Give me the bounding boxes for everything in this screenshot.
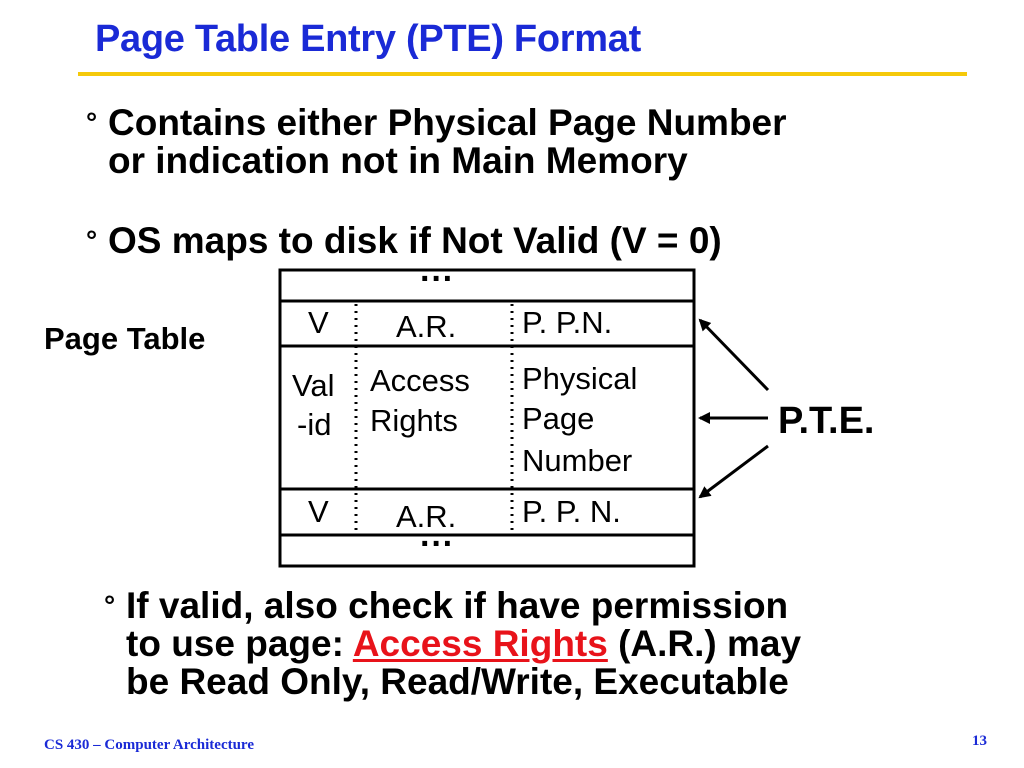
bullet-2: OS maps to disk if Not Valid (V = 0) [108,222,722,260]
bullet-2-line-1: OS maps to disk if Not Valid (V = 0) [108,220,722,261]
row2-access-line2: Rights [370,403,458,438]
row2-ppn-line1: Physical [522,361,638,396]
bullet-1: Contains either Physical Page Number or … [108,104,787,180]
row1-valid-bit: V [308,305,329,340]
bullet-1-line-1: Contains either Physical Page Number [108,102,787,143]
row2-valid-line1: Val [292,368,335,403]
page-table-border [278,268,696,568]
ellipsis-bottom: ··· [420,525,454,563]
row2-valid-line2: -id [297,407,332,442]
row2-access-line1: Access [370,363,470,398]
bullet-marker: ° [86,225,98,256]
arrow-icon [698,318,770,392]
row2-ppn-line2: Page [522,401,595,436]
row2-ppn-line3: Number [522,443,633,478]
bullet-3-line-2-start: to use page: [126,623,353,664]
row3-valid-bit: V [308,494,329,529]
row1-ppn: P. P.N. [522,305,613,340]
row3-access-rights: A.R. [396,499,457,534]
page-number: 13 [972,733,987,749]
title-rule [78,72,967,76]
row3-ppn: P. P. N. [522,494,621,529]
bullet-1-line-2: or indication not in Main Memory [108,140,688,181]
page-table-label: Page Table [44,321,206,356]
footer-course: CS 430 – Computer Architecture [44,737,254,753]
ellipsis-top: ··· [420,260,454,298]
arrow-icon [698,444,769,499]
row1-access-rights: A.R. [396,309,457,344]
pte-label: P.T.E. [778,400,875,442]
bullet-marker: ° [104,590,116,621]
bullet-3-line-1: If valid, also check if have permission [126,585,789,626]
slide-title: Page Table Entry (PTE) Format [95,18,641,60]
bullet-3: If valid, also check if have permission … [126,587,801,701]
bullet-3-line-2: to use page: Access Rights (A.R.) may [126,625,801,663]
bullet-marker: ° [86,107,98,138]
access-rights-highlight: Access Rights [352,623,608,664]
bullet-3-line-3: be Read Only, Read/Write, Executable [126,661,789,702]
bullet-3-line-2-end: (A.R.) may [607,623,802,664]
